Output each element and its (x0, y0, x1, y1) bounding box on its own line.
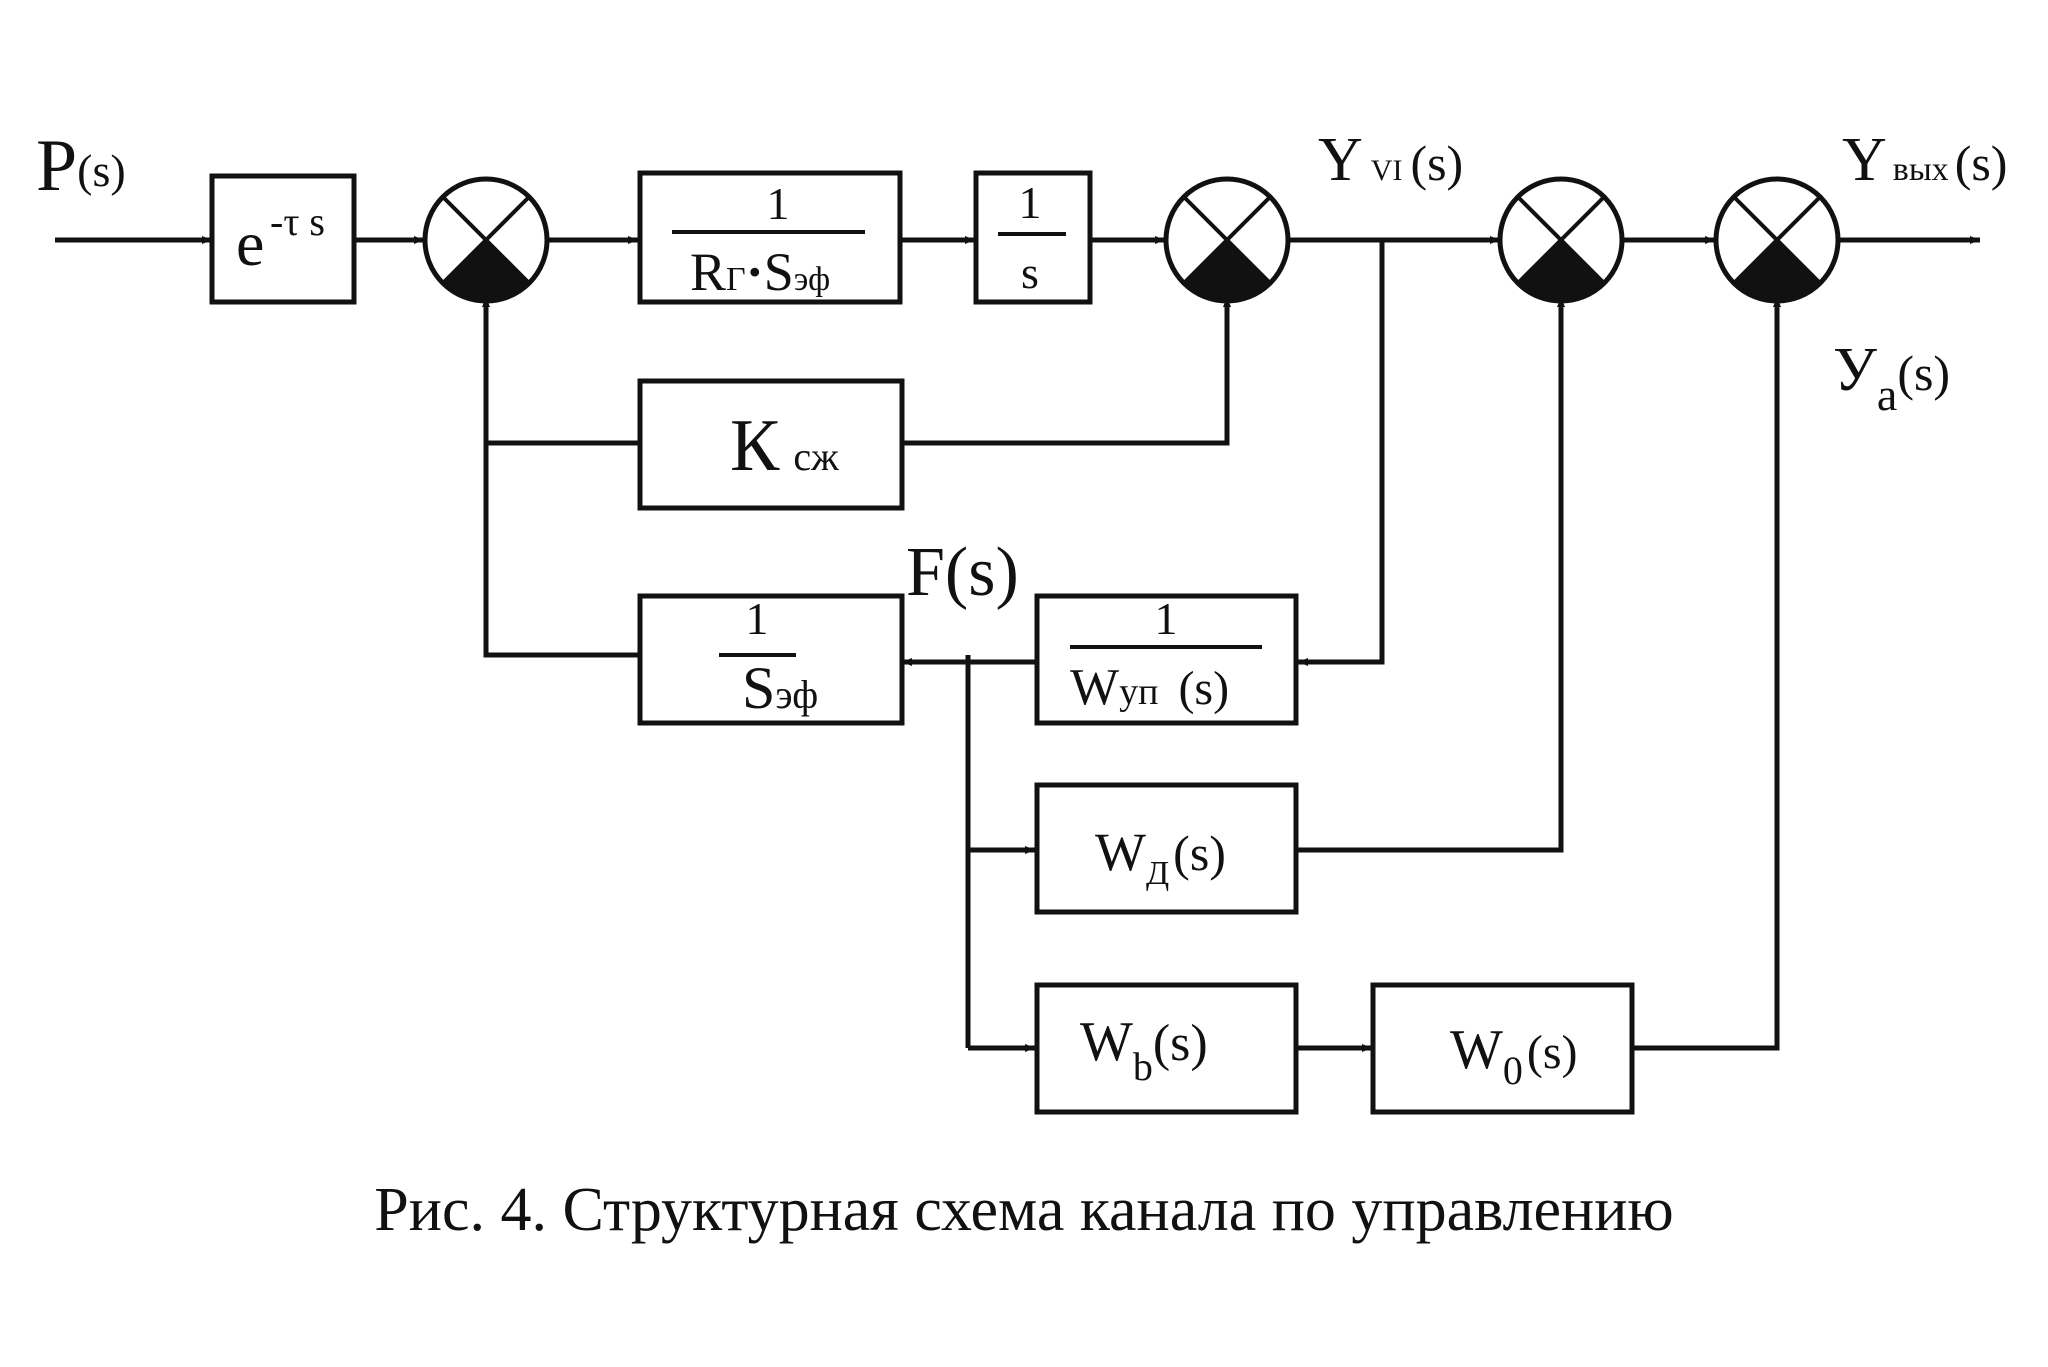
wire-w-0-to-sum4 (1632, 297, 1781, 1051)
integrator-numerator: 1 (1019, 177, 1042, 228)
w-0-label: W0(s) (1450, 1019, 1578, 1093)
block-w-0: W0(s) (1370, 982, 1635, 1115)
delay-exponent: -τ s (270, 199, 325, 244)
block-w-b: Wb(s) (1034, 982, 1299, 1115)
inv-rs-numerator: 1 (767, 178, 790, 229)
summing-junction-1 (422, 176, 550, 304)
wire-w-d-to-sum3 (1296, 297, 1565, 853)
w-d-label: WД(s) (1095, 822, 1226, 892)
signal-wires (55, 236, 1980, 1052)
wire-yvi-tap-to-inv-wup (1298, 240, 1385, 666)
inv-s-denominator: Sэф (742, 655, 818, 721)
inv-wup-numerator: 1 (1155, 593, 1178, 644)
wire-inv-s-to-sum1 (482, 297, 638, 658)
signal-label-y-a: Уa(s) (1833, 336, 1950, 420)
signal-label-input: P(s) (36, 125, 126, 207)
block-delay: e -τ s (209, 173, 357, 305)
block-inv-rs: 1 RГ·Sэф (637, 170, 903, 305)
block-integrator: 1 s (973, 170, 1093, 305)
block-inv-s: 1 Sэф (637, 593, 905, 726)
block-inv-wup: 1 Wуп(s) (1034, 593, 1299, 726)
block-w-d: WД(s) (1034, 782, 1299, 915)
inv-rs-denominator: RГ·Sэф (690, 242, 830, 302)
signal-label-f: F(s) (906, 534, 1019, 611)
inv-s-numerator: 1 (746, 593, 769, 644)
summing-junction-2 (1163, 176, 1291, 304)
wire-k-szh-to-sum2 (902, 297, 1231, 446)
summing-junction-4 (1713, 176, 1841, 304)
delay-base: e (236, 208, 264, 279)
inv-wup-denominator: Wуп(s) (1070, 659, 1229, 716)
w-b-label: Wb(s) (1080, 1011, 1208, 1089)
integrator-denominator: s (1021, 247, 1039, 298)
figure-caption: Рис. 4. Структурная схема канала по упра… (374, 1176, 1673, 1244)
summing-junction-3 (1497, 176, 1625, 304)
